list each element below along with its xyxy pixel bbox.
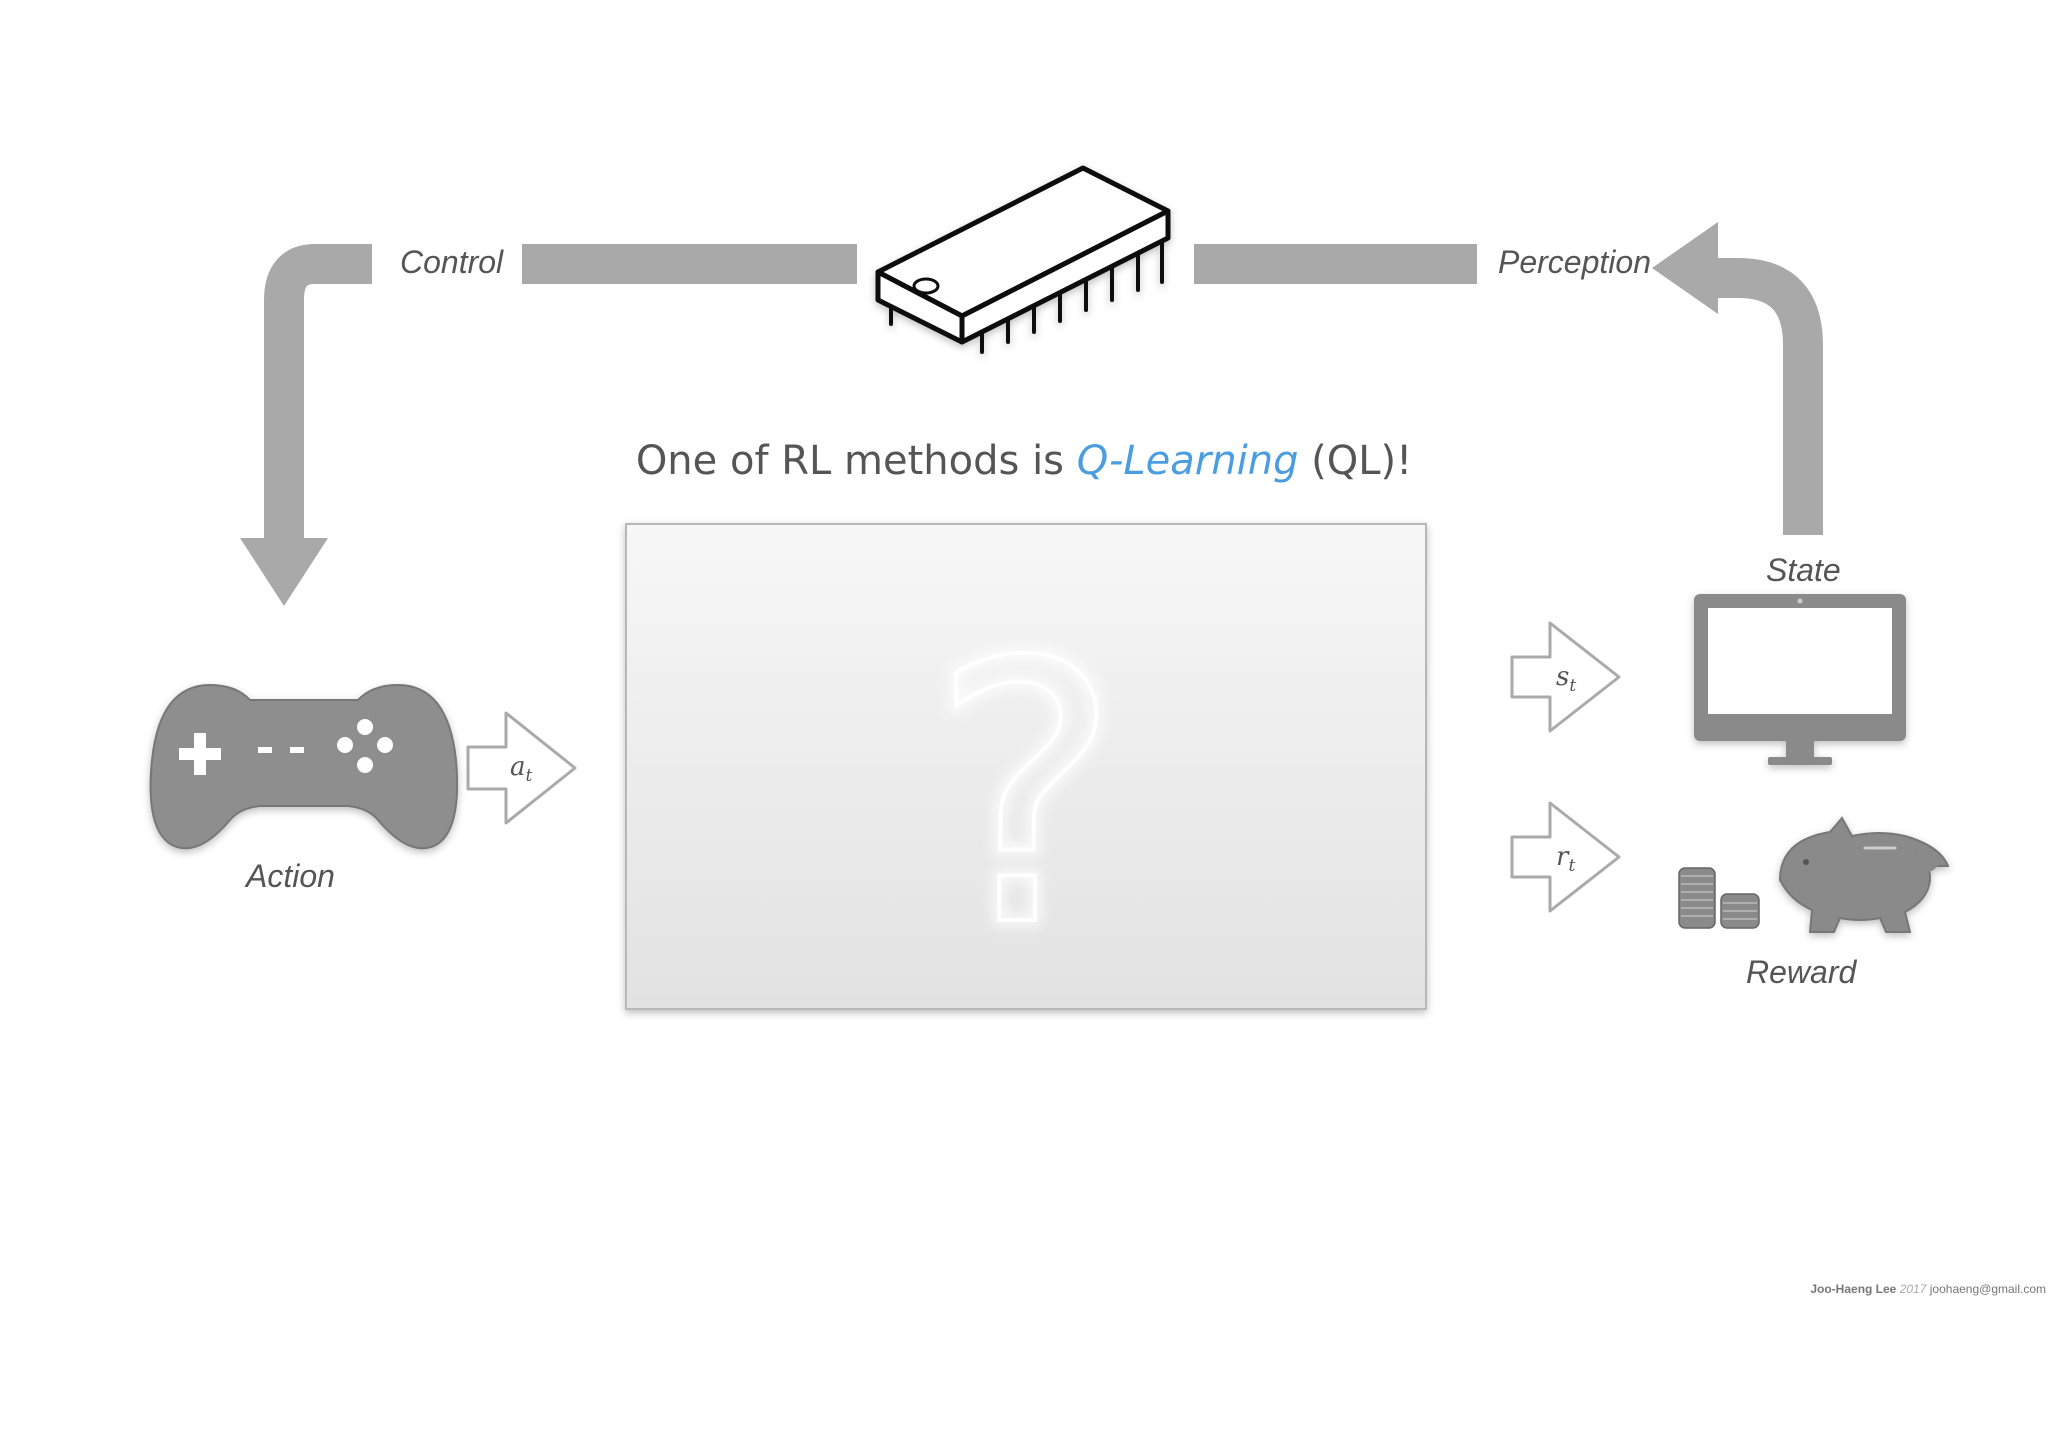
state-label: State xyxy=(1766,552,1841,588)
state-signal-sub: t xyxy=(1569,676,1577,697)
title-accent: Q-Learning xyxy=(1076,438,1299,484)
reward-signal-sub: t xyxy=(1568,856,1576,877)
perception-bar xyxy=(1194,244,1477,284)
perception-label: Perception xyxy=(1498,244,1651,280)
page-title: One of RL methods is Q-Learning (QL)! xyxy=(0,438,2048,484)
title-prefix: One of RL methods is xyxy=(635,438,1077,484)
unknown-model-box xyxy=(625,523,1427,1010)
monitor-icon xyxy=(1694,594,1906,765)
reward-label: Reward xyxy=(1746,954,1857,990)
state-signal-label: st xyxy=(1556,662,1576,696)
reward-signal-label: rt xyxy=(1556,842,1575,876)
action-label: Action xyxy=(246,858,335,894)
state-signal-base: s xyxy=(1556,662,1570,692)
action-signal-arrow xyxy=(466,711,577,825)
control-label: Control xyxy=(400,244,504,280)
control-bar xyxy=(522,244,857,284)
footer-name: Joo-Haeng Lee xyxy=(1810,1282,1897,1296)
question-mark-glow: ? xyxy=(930,586,1121,1005)
state-signal-arrow xyxy=(1510,621,1621,733)
action-signal-label: at xyxy=(510,752,532,786)
piggy-bank-icon xyxy=(1778,816,1950,933)
control-curved-arrow xyxy=(240,244,372,606)
reward-signal-base: r xyxy=(1556,842,1569,872)
footer-email: joohaeng@gmail.com xyxy=(1929,1282,2046,1296)
question-mark-symbol: ? xyxy=(930,586,1121,1005)
footer-credit: Joo-Haeng Lee 2017 joohaeng@gmail.com xyxy=(1810,1282,2046,1296)
action-signal-base: a xyxy=(510,752,526,782)
title-suffix: (QL)! xyxy=(1298,438,1413,484)
microchip-icon xyxy=(875,165,1171,354)
action-signal-sub: t xyxy=(525,766,533,787)
perception-curved-arrow xyxy=(1652,222,1823,535)
coins-icon xyxy=(1678,867,1760,929)
footer-year: 2017 xyxy=(1899,1282,1927,1296)
gamepad-icon xyxy=(149,683,459,850)
reward-signal-arrow xyxy=(1510,801,1621,913)
